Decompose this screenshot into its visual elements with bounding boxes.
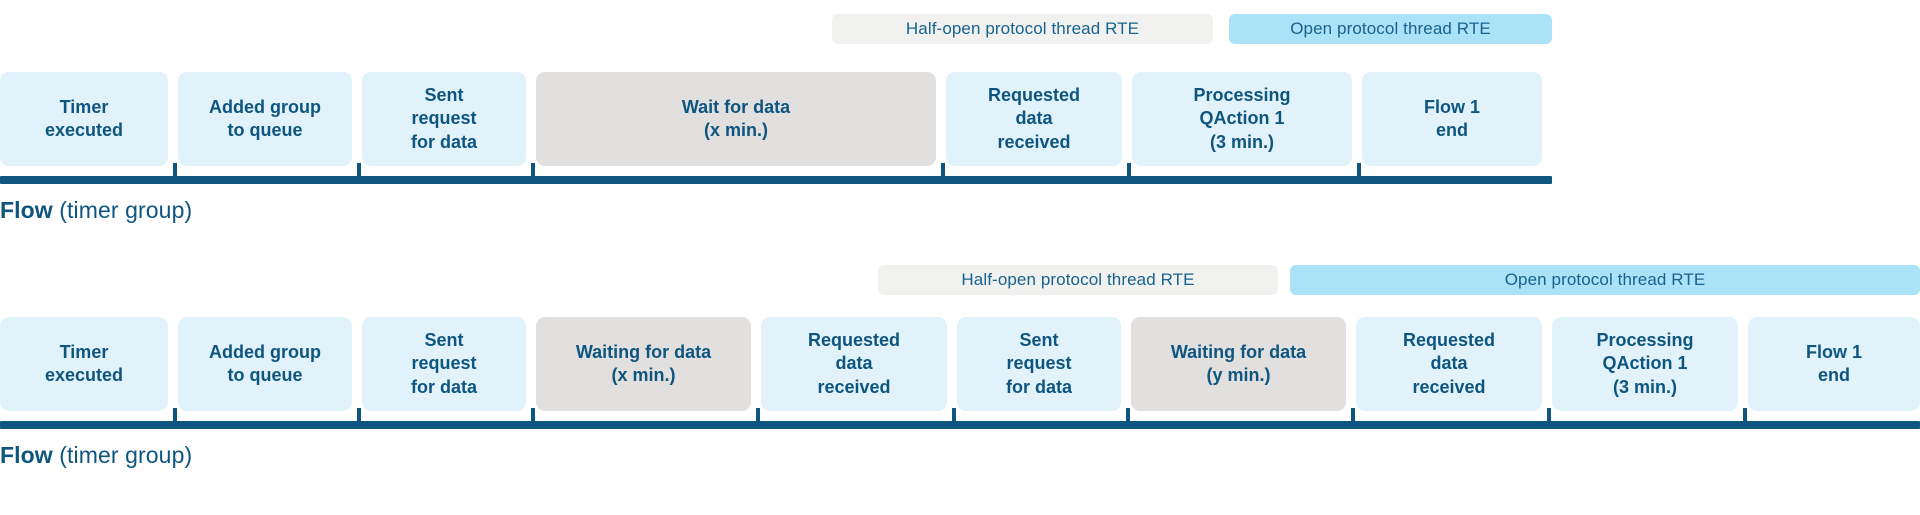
step-line: Wait for data (681, 96, 791, 117)
step-line: data (1430, 353, 1468, 374)
legend-open-protocol-row1: Open protocol thread RTE (1229, 14, 1552, 44)
step-waiting-for-data-y[interactable]: Waiting for data (y min.) (1131, 317, 1346, 411)
step-line: for data (1005, 376, 1072, 397)
flow-row-2-steps: Timer executed Added group to queue Sent… (0, 317, 1920, 411)
step-line: for data (410, 131, 477, 152)
axis-tick (173, 163, 177, 178)
axis-tick (531, 163, 535, 178)
flow-row-2-axis (0, 421, 1920, 429)
step-line: Requested (987, 85, 1081, 106)
axis-tick (941, 163, 945, 178)
step-line: Timer (59, 96, 109, 117)
step-line: Added group (209, 96, 321, 117)
legend-open-protocol-row2: Open protocol thread RTE (1290, 265, 1920, 295)
axis-tick (531, 408, 535, 423)
flow-row-1-axis (0, 176, 1552, 184)
step-line: end (1435, 120, 1468, 140)
step-line: (3 min.) (1209, 131, 1274, 152)
step-line: data (835, 353, 873, 374)
flow-caption-light: (timer group) (52, 197, 193, 223)
step-line: request (411, 108, 477, 129)
step-line: Requested (1402, 330, 1496, 351)
step-flow-1-end[interactable]: Flow 1 end (1748, 317, 1920, 411)
step-line: request (1006, 353, 1072, 374)
step-line: (x min.) (611, 365, 676, 385)
axis-tick (173, 408, 177, 423)
flow-row-2-caption: Flow (timer group) (0, 442, 192, 469)
legend-half-open-protocol-row1: Half-open protocol thread RTE (832, 14, 1213, 44)
step-requested-data-received[interactable]: Requested data received (946, 72, 1122, 166)
step-line: QAction 1 (1199, 108, 1285, 129)
step-sent-request-for-data[interactable]: Sent request for data (362, 317, 526, 411)
step-sent-request-for-data-2[interactable]: Sent request for data (957, 317, 1121, 411)
step-sent-request-for-data[interactable]: Sent request for data (362, 72, 526, 166)
step-line: (x min.) (703, 120, 768, 140)
axis-tick (952, 408, 956, 423)
step-added-group-to-queue[interactable]: Added group to queue (178, 317, 352, 411)
step-line: Sent (1019, 330, 1059, 351)
step-wait-for-data[interactable]: Wait for data (x min.) (536, 72, 936, 166)
step-processing-qaction-1[interactable]: Processing QAction 1 (3 min.) (1552, 317, 1738, 411)
step-timer-executed[interactable]: Timer executed (0, 317, 168, 411)
step-line: received (1412, 376, 1486, 397)
axis-tick (1351, 408, 1355, 423)
step-timer-executed[interactable]: Timer executed (0, 72, 168, 166)
step-line: Sent (424, 85, 464, 106)
axis-tick (1126, 408, 1130, 423)
axis-tick (1743, 408, 1747, 423)
step-line: Flow 1 (1805, 341, 1862, 362)
step-line: Timer (59, 341, 109, 362)
step-processing-qaction-1[interactable]: Processing QAction 1 (3 min.) (1132, 72, 1352, 166)
axis-tick (1357, 163, 1361, 178)
flow-caption-strong: Flow (0, 197, 53, 223)
step-line: received (997, 131, 1071, 152)
axis-tick (1547, 408, 1551, 423)
step-flow-1-end[interactable]: Flow 1 end (1362, 72, 1542, 166)
step-line: executed (44, 365, 124, 385)
step-line: (y min.) (1206, 365, 1271, 385)
step-line: QAction 1 (1602, 353, 1688, 374)
flow-caption-strong: Flow (0, 442, 53, 468)
step-line: received (817, 376, 891, 397)
step-line: end (1817, 365, 1850, 385)
flow-row-1-caption: Flow (timer group) (0, 197, 192, 224)
step-line: Added group (209, 341, 321, 362)
step-line: (3 min.) (1612, 376, 1677, 397)
axis-tick (1127, 163, 1131, 178)
step-line: Processing (1193, 85, 1291, 106)
step-line: Sent (424, 330, 464, 351)
axis-tick (357, 163, 361, 178)
step-requested-data-received[interactable]: Requested data received (761, 317, 947, 411)
step-requested-data-received-2[interactable]: Requested data received (1356, 317, 1542, 411)
step-line: request (411, 353, 477, 374)
step-line: Flow 1 (1423, 96, 1480, 117)
step-line: executed (44, 120, 124, 140)
legend-half-open-protocol-row2: Half-open protocol thread RTE (878, 265, 1278, 295)
step-line: to queue (227, 120, 303, 140)
step-line: Processing (1596, 330, 1694, 351)
axis-tick (756, 408, 760, 423)
step-added-group-to-queue[interactable]: Added group to queue (178, 72, 352, 166)
step-line: Waiting for data (575, 341, 712, 362)
step-line: to queue (227, 365, 303, 385)
step-line: data (1015, 108, 1053, 129)
step-line: Waiting for data (1170, 341, 1307, 362)
axis-tick (357, 408, 361, 423)
flow-row-1-steps: Timer executed Added group to queue Sent… (0, 72, 1552, 166)
step-line: for data (410, 376, 477, 397)
step-waiting-for-data-x[interactable]: Waiting for data (x min.) (536, 317, 751, 411)
step-line: Requested (807, 330, 901, 351)
flow-caption-light: (timer group) (52, 442, 193, 468)
